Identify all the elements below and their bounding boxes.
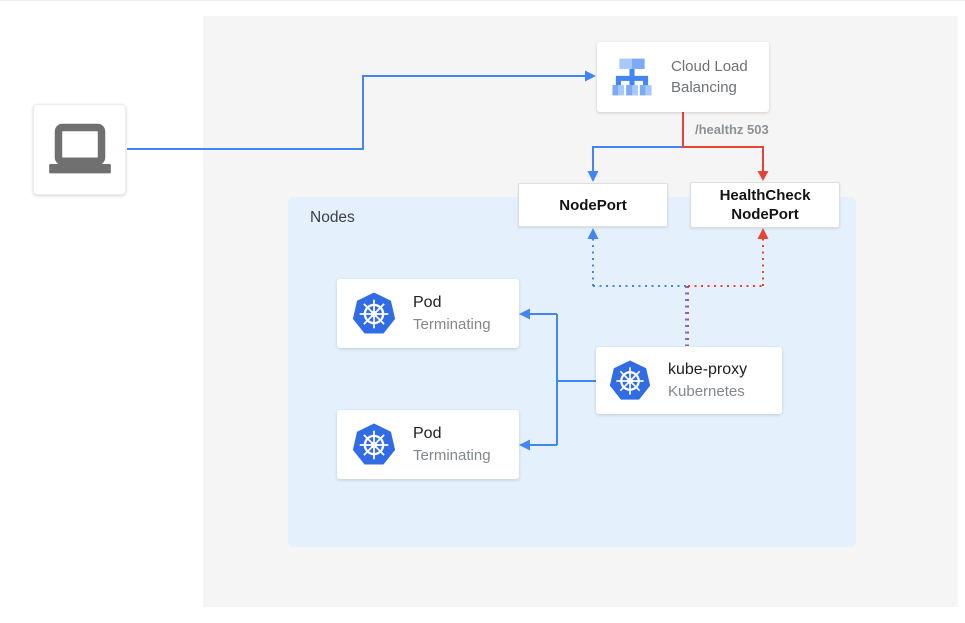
pod-node-2: Pod Terminating — [337, 410, 519, 479]
kube-proxy-title: kube-proxy — [668, 361, 748, 378]
kubernetes-icon — [609, 360, 651, 400]
healthcheck-nodeport-label: HealthCheck NodePort — [719, 187, 811, 223]
nodeport-label: NodePort — [559, 196, 627, 214]
cloud-load-balancing-label: Cloud Load Balancing — [671, 58, 748, 96]
pod-node-1: Pod Terminating — [337, 279, 519, 348]
pod-status: Terminating — [413, 316, 491, 333]
kube-proxy-subtitle: Kubernetes — [668, 383, 745, 400]
kubernetes-icon — [352, 423, 396, 464]
kubernetes-icon — [352, 292, 396, 333]
laptop-icon — [48, 123, 111, 173]
pod-title: Pod — [413, 294, 442, 311]
healthz-status-label: /healthz 503 — [695, 122, 769, 137]
cloud-load-balancing-node: Cloud Load Balancing — [597, 42, 769, 112]
client-node — [33, 104, 126, 195]
kube-proxy-node: kube-proxy Kubernetes — [596, 347, 782, 414]
healthcheck-nodeport-node: HealthCheck NodePort — [690, 182, 840, 228]
pod-status: Terminating — [413, 447, 491, 464]
cloud-load-balancing-icon — [612, 58, 652, 96]
pod-title: Pod — [413, 425, 442, 442]
nodeport-node: NodePort — [518, 183, 668, 227]
nodes-group-label: Nodes — [310, 209, 355, 226]
